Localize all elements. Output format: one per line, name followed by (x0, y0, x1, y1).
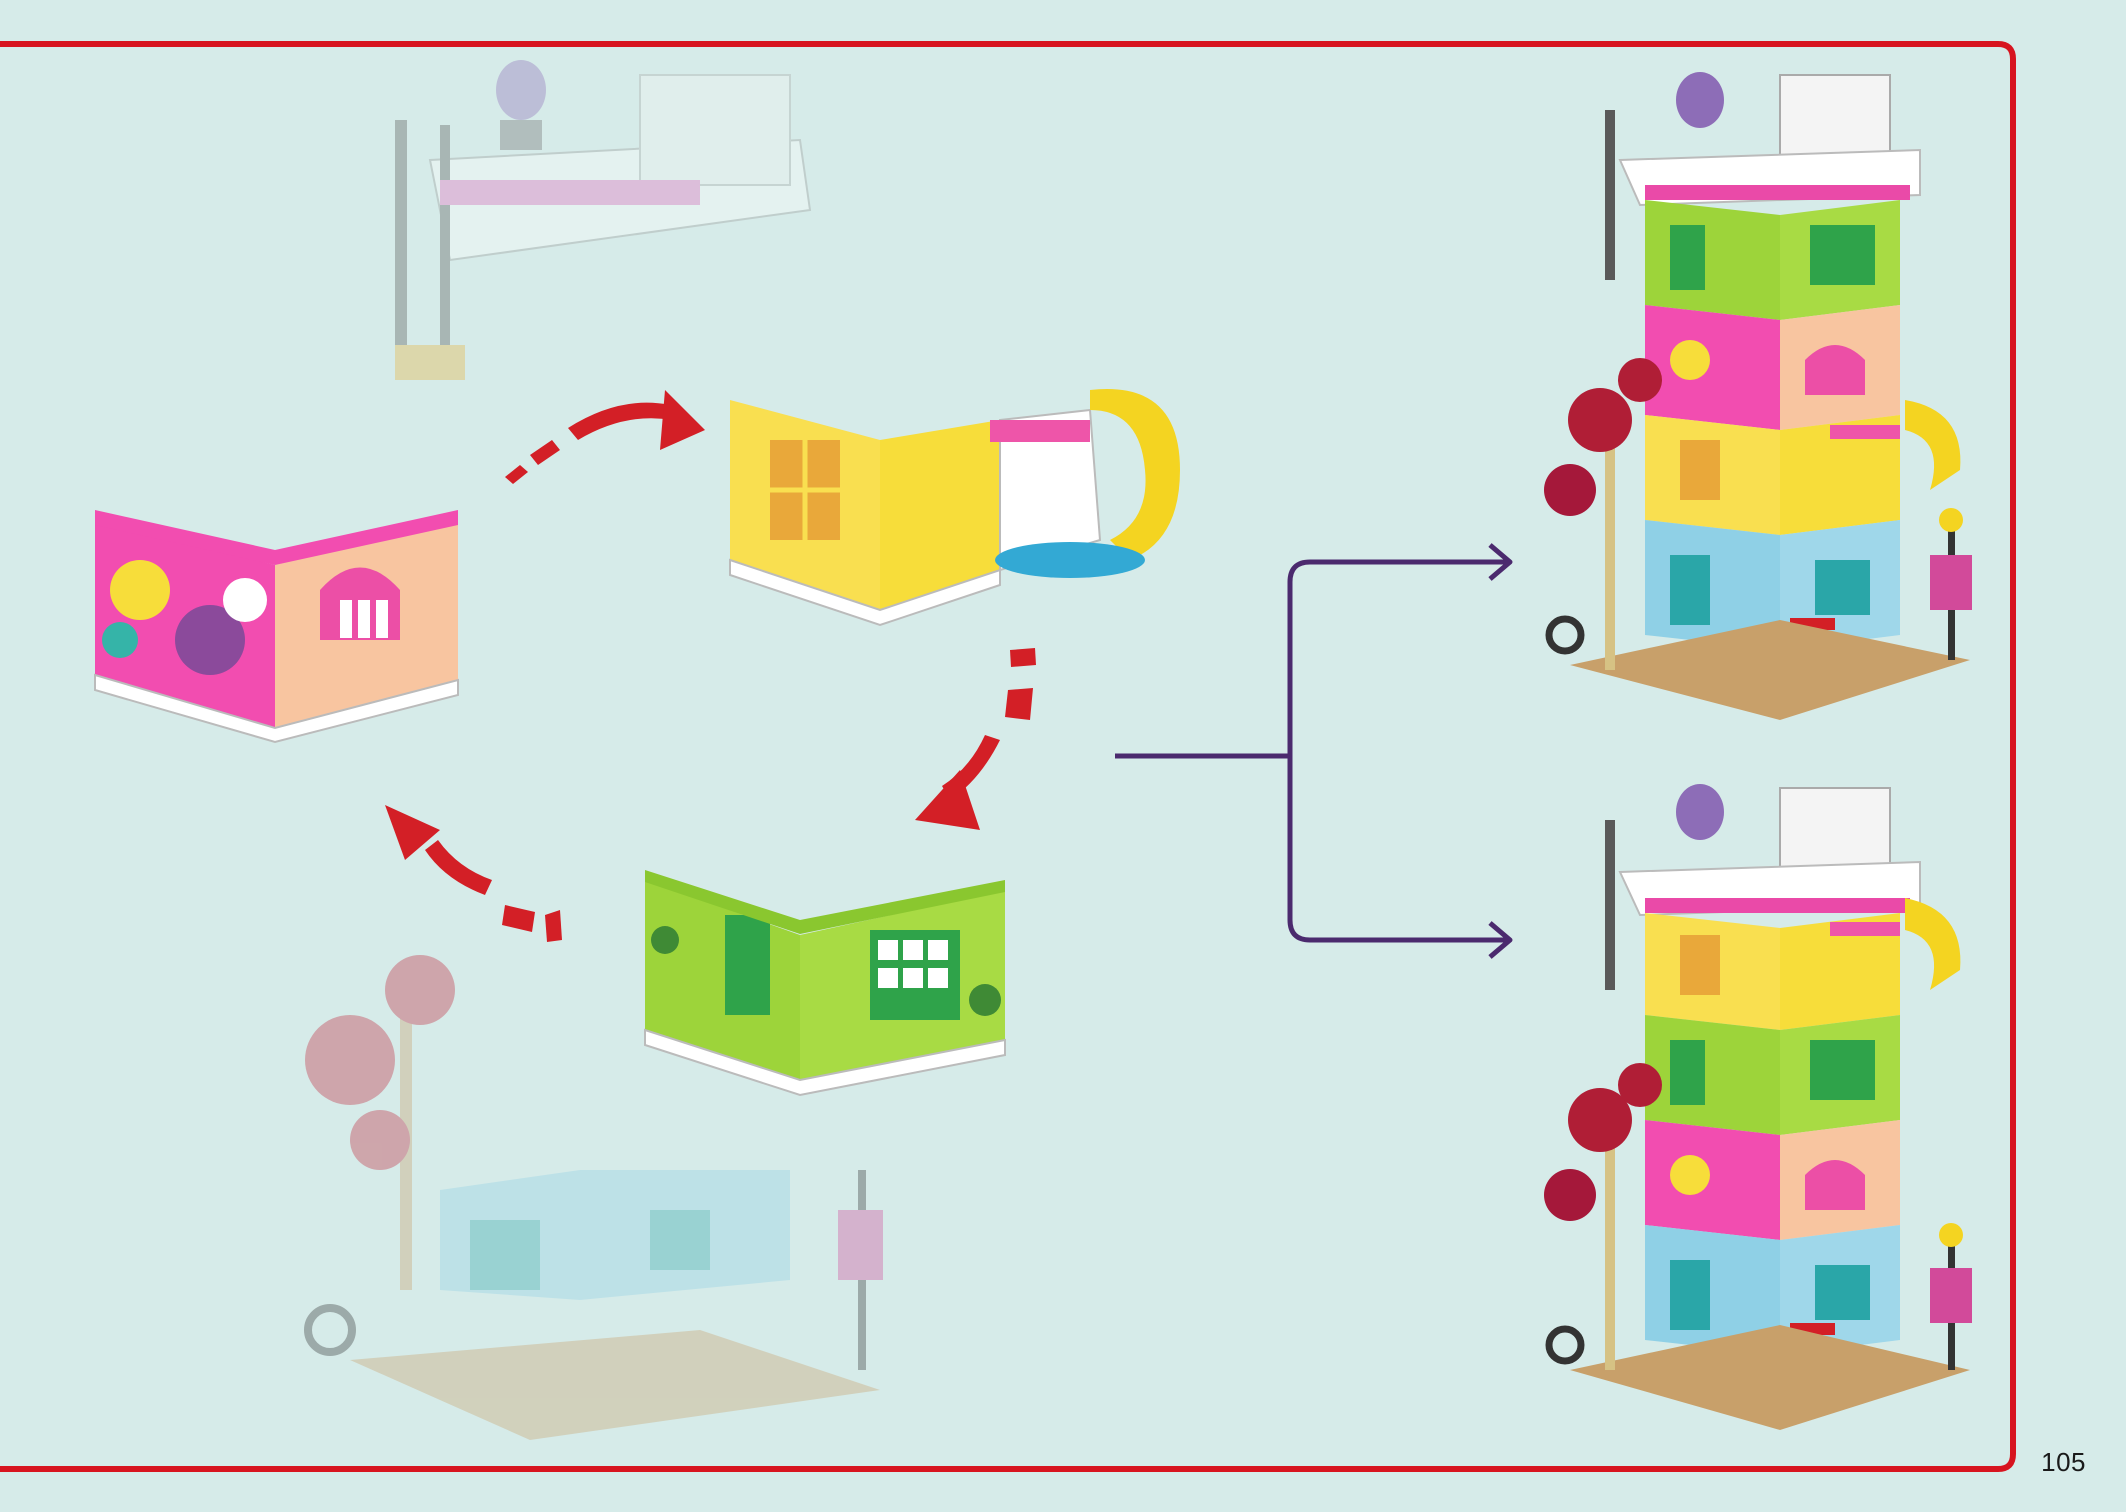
rotate-arrow-icon (385, 390, 1036, 942)
step-frame (0, 41, 2016, 1472)
mural-floor-module (94, 510, 459, 744)
branch-arrow-icon (1115, 543, 1513, 959)
green-floor-module (644, 870, 1006, 1097)
tower-variant-b (1544, 784, 1972, 1430)
faded-ground-module (304, 955, 883, 1440)
page-number: 105 (2041, 1447, 2086, 1477)
faded-roof-module (395, 60, 812, 380)
cafe-floor-module (729, 389, 1180, 627)
tower-variant-a (1544, 72, 1972, 720)
